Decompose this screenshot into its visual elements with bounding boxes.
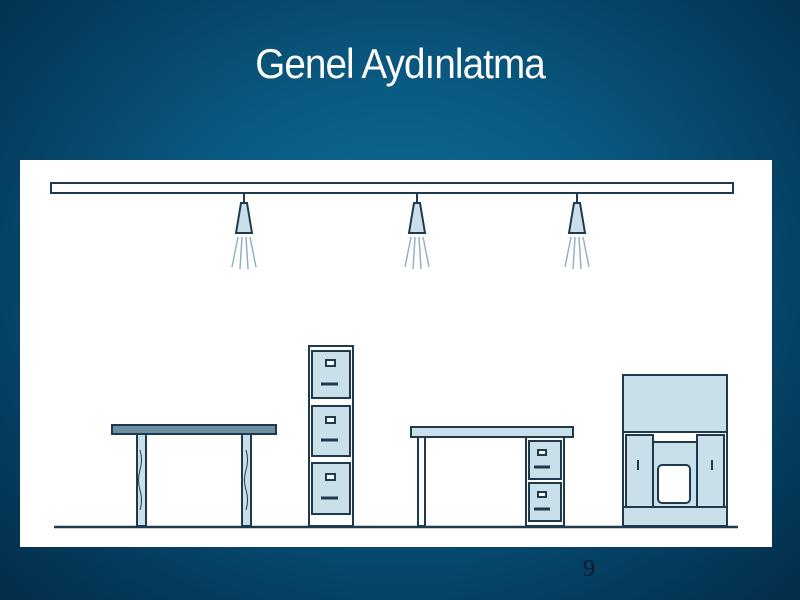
slide-title: Genel Aydınlatma: [255, 40, 546, 87]
cabinet: [622, 374, 728, 527]
ceiling-lamp-3: [564, 193, 590, 270]
page-number: 9: [583, 556, 595, 582]
filing-cabinet: [308, 345, 354, 527]
illustration-panel: .ln { stroke:#1f3a4d; stroke-width:2; fi…: [20, 160, 772, 547]
ceiling-lamp-1: [231, 193, 257, 270]
desk: [410, 426, 574, 527]
ceiling-track: [50, 182, 734, 194]
general-lighting-illustration: .ln { stroke:#1f3a4d; stroke-width:2; fi…: [50, 182, 738, 529]
ceiling-lamp-2: [404, 193, 430, 270]
table: [111, 424, 277, 527]
